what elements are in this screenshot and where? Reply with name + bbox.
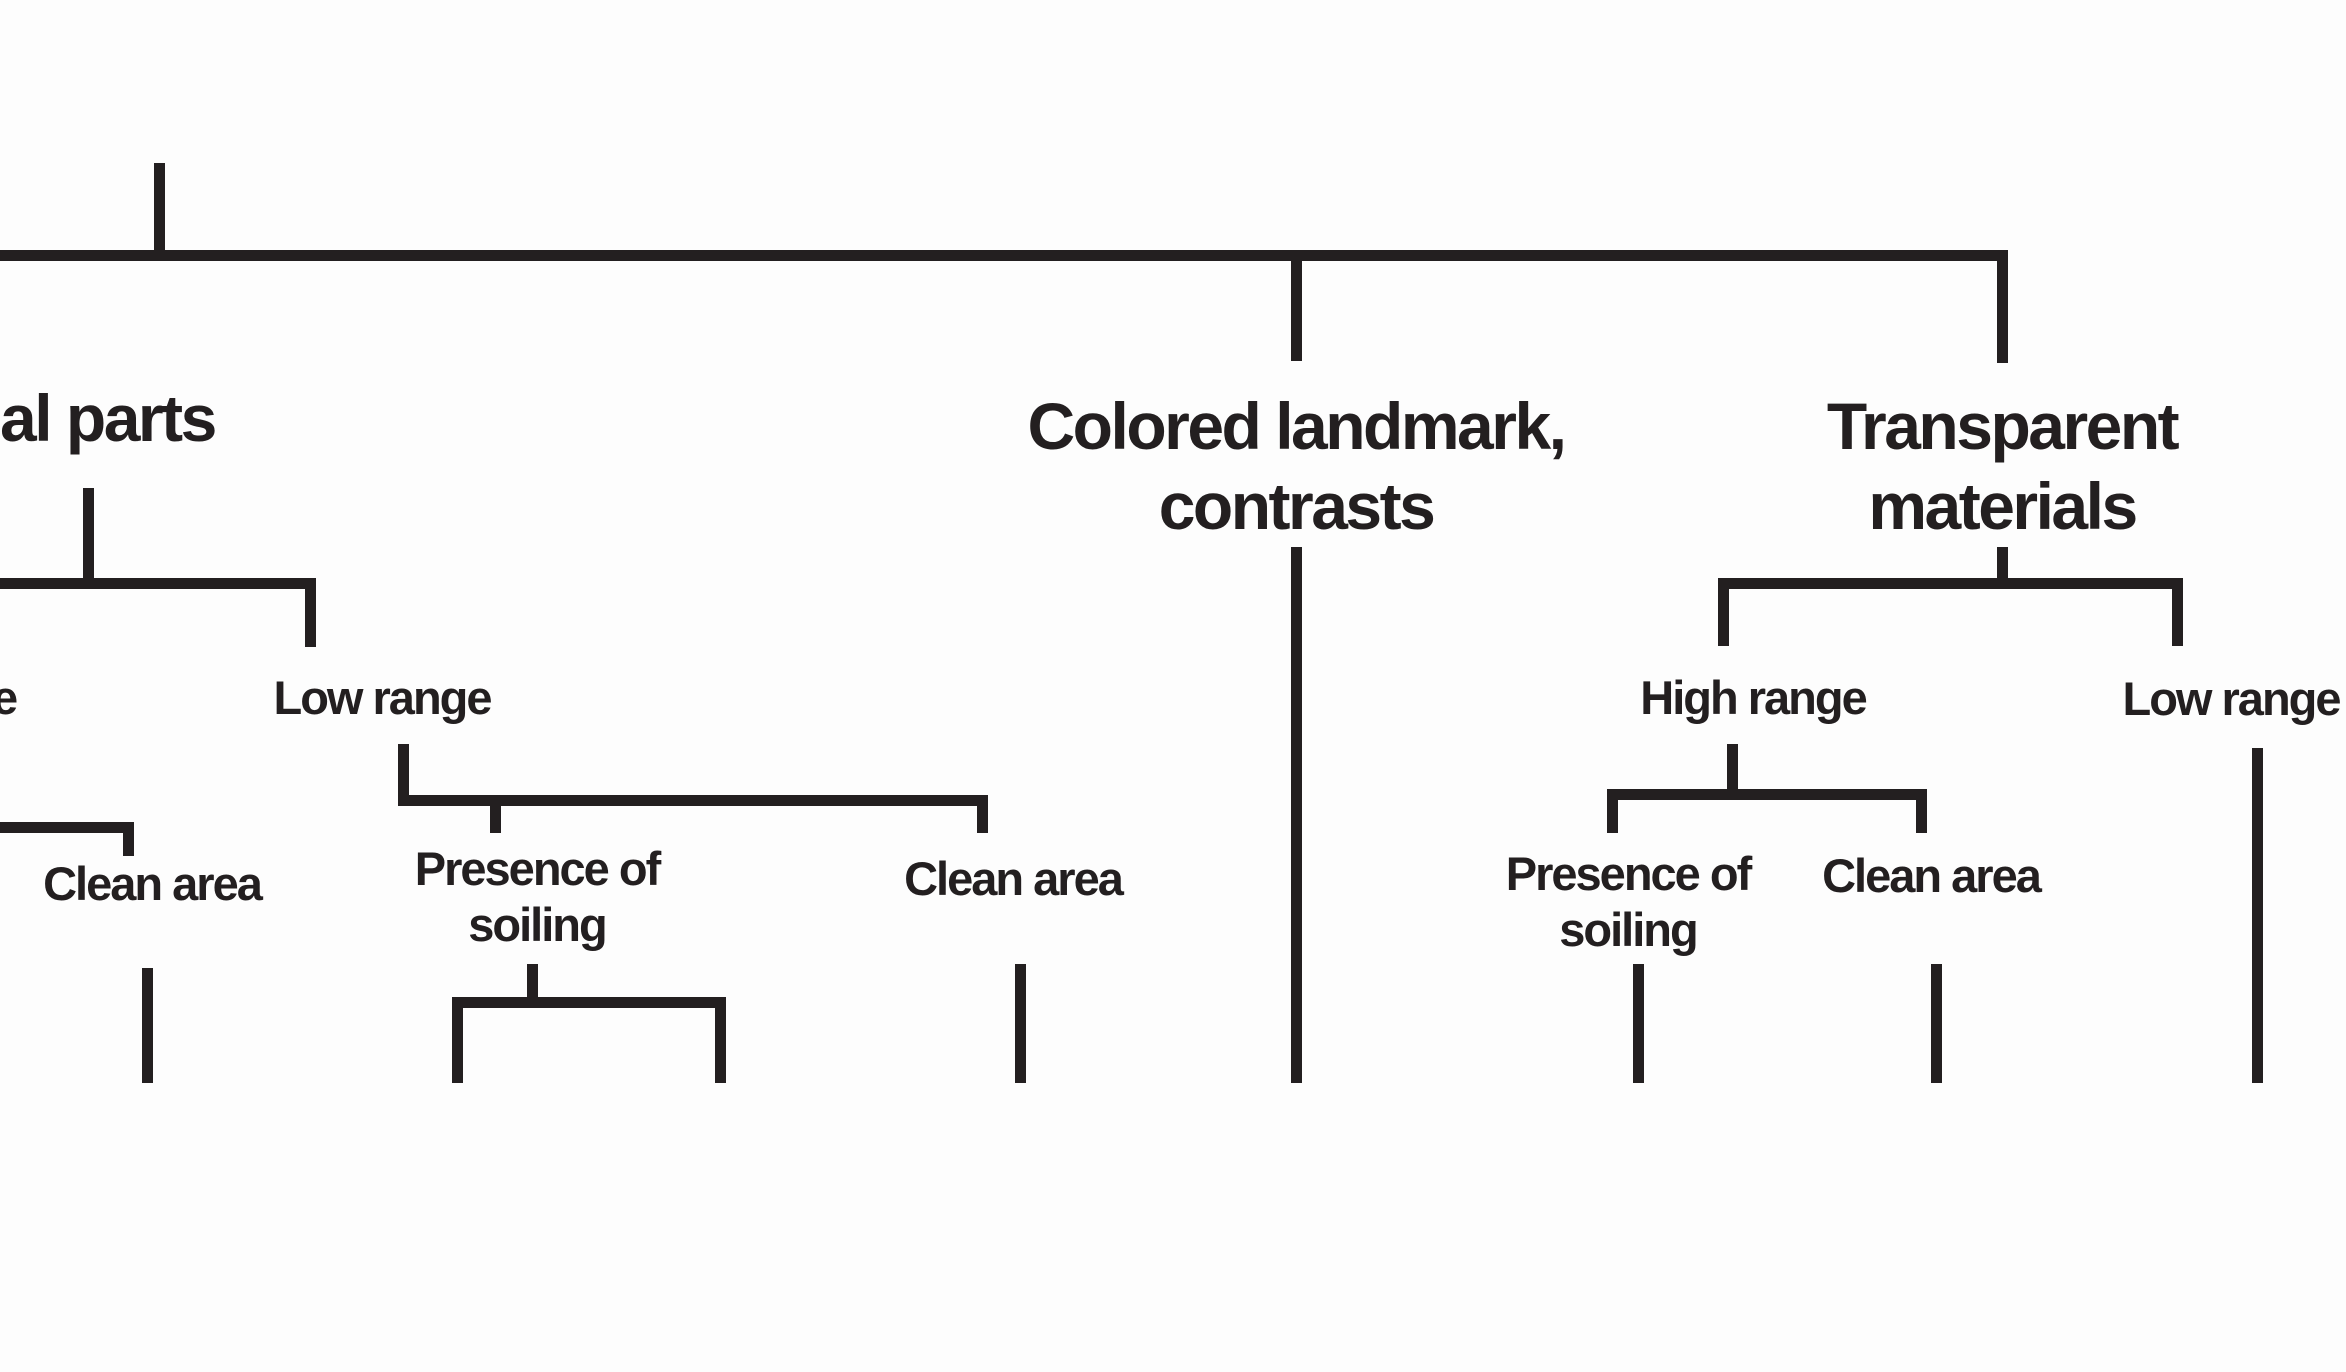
node-label-transparent-materials-line1: Transparent — [1826, 389, 2180, 463]
connector-high-right-drop-r — [1916, 789, 1927, 833]
connector-clean-left-stem — [142, 968, 153, 1083]
connector-parts-drop-right — [305, 578, 316, 647]
node-label-presence-left-line1: Presence of — [414, 842, 661, 895]
connector-high-right-drop-l — [1607, 789, 1618, 833]
connector-left-bracket-cut — [0, 822, 134, 833]
connector-presence-left-stem — [527, 964, 538, 1003]
connector-low-left-bracket — [398, 795, 988, 806]
node-label-transparent-materials: Transparent materials — [1826, 386, 2180, 546]
connector-transparent-drop-l — [1718, 578, 1729, 646]
connector-low-right-stem — [2252, 748, 2263, 1083]
connector-clean-middle-stem — [1015, 964, 1026, 1083]
node-label-clean-area-right: Clean area — [1822, 849, 2042, 902]
connector-presence-left-drop-l — [452, 997, 463, 1083]
connector-presence-left-bracket — [452, 997, 726, 1008]
connector-colored-stem — [1291, 547, 1302, 1083]
node-label-colored-landmark-line2: contrasts — [1158, 469, 1436, 543]
connector-main-horizontal — [0, 250, 2008, 261]
connector-parts-bracket — [0, 578, 316, 589]
node-label-parts-fragment: al parts — [0, 381, 217, 455]
connector-transparent-stem — [1997, 547, 2008, 589]
connector-drop-colored-landmark — [1291, 261, 1302, 361]
connector-low-left-drop-a — [490, 795, 501, 833]
node-label-low-range-right: Low range — [2122, 672, 2341, 725]
node-label-presence-right-line1: Presence of — [1505, 847, 1752, 900]
node-label-low-range-left: Low range — [273, 671, 492, 724]
node-label-presence-right-line2: soiling — [1559, 903, 1698, 956]
connector-high-right-bracket — [1607, 789, 1927, 800]
connector-presence-left-drop-r — [715, 997, 726, 1083]
connector-low-left-drop-b — [977, 795, 988, 833]
node-label-presence-of-soiling-right: Presence of soiling — [1505, 846, 1752, 958]
node-label-high-range-right: High range — [1640, 671, 1867, 724]
connector-low-left-stem — [398, 744, 409, 801]
connector-high-right-stem — [1727, 744, 1738, 795]
connector-drop-transparent — [1997, 250, 2008, 363]
connector-presence-right-stem — [1633, 964, 1644, 1083]
node-label-clean-area-middle: Clean area — [904, 852, 1124, 905]
node-label-presence-of-soiling-left: Presence of soiling — [414, 841, 661, 953]
connector-transparent-bracket — [1718, 578, 2183, 589]
node-label-colored-landmark-line1: Colored landmark, — [1027, 389, 1567, 463]
connector-transparent-drop-r — [2172, 578, 2183, 646]
connector-parts-stem — [83, 488, 94, 584]
connector-trunk-stem — [154, 163, 165, 261]
node-label-transparent-materials-line2: materials — [1868, 469, 2138, 543]
connector-clean-right-stem — [1931, 964, 1942, 1083]
node-label-presence-left-line2: soiling — [468, 898, 607, 951]
node-label-colored-landmark: Colored landmark, contrasts — [1027, 386, 1567, 546]
node-label-left-range-fragment: e — [0, 671, 18, 724]
connector-left-bracket-drop — [123, 822, 134, 856]
node-label-clean-area-left: Clean area — [43, 857, 263, 910]
